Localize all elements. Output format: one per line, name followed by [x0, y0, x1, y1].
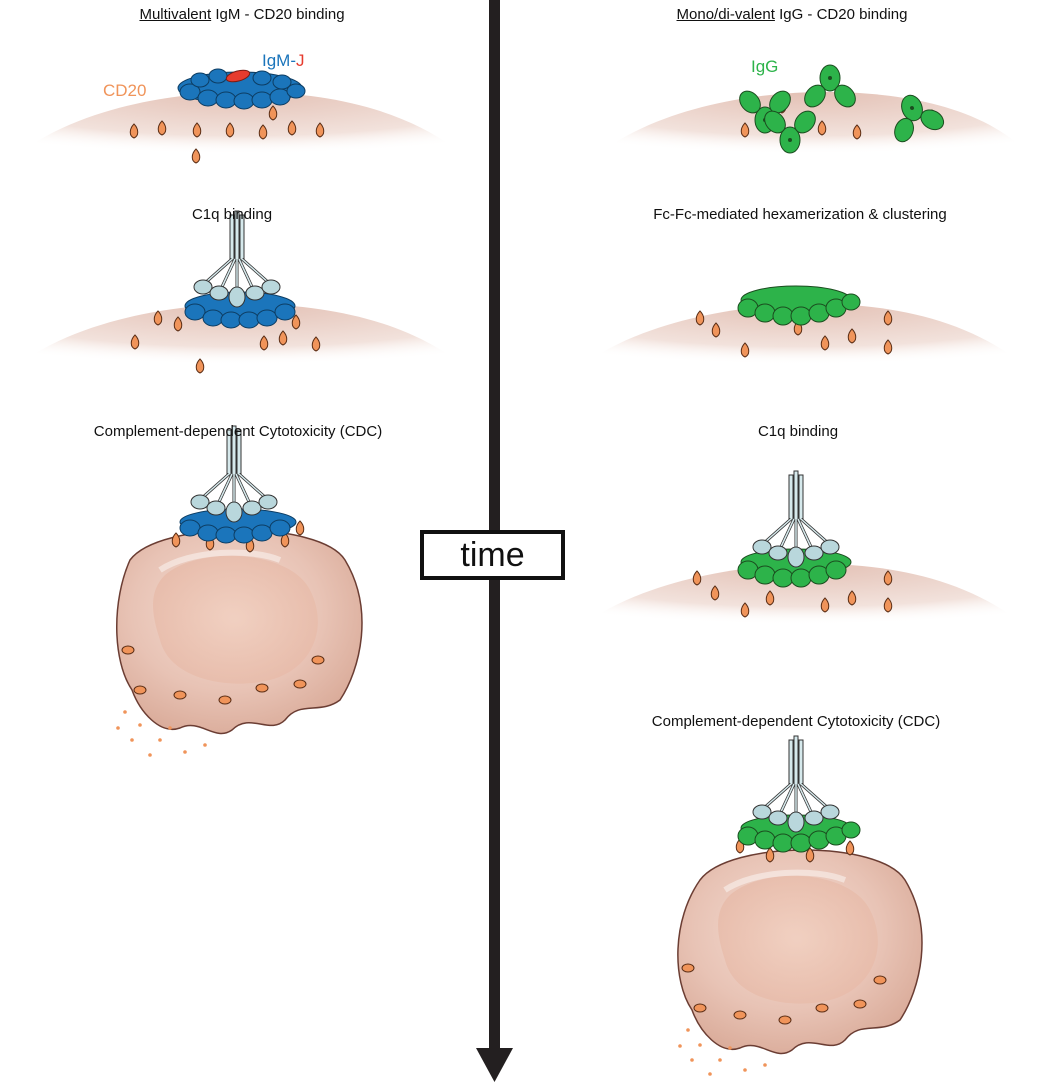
- membrane-r3: [565, 564, 1042, 640]
- left-step2-title: C1q binding: [191, 206, 273, 223]
- membrane-l2: [0, 304, 480, 380]
- igm-pentamer-l3: [179, 508, 297, 544]
- right-panel-c1q-binding: [565, 469, 1042, 640]
- c1q-l3: [189, 424, 279, 524]
- right-step3-title: C1q binding: [757, 423, 839, 440]
- right-step2-title: Fc-Fc-mediated hexamerization & clusteri…: [653, 206, 947, 223]
- label-igg: IgG: [751, 57, 779, 76]
- left-step3-title: Complement-dependent Cytotoxicity (CDC): [93, 423, 383, 440]
- right-panel-hexamerization: [565, 285, 1042, 380]
- left-panel-igm-binding: [0, 68, 480, 170]
- igm-pentamer-l1: [177, 68, 306, 110]
- lysing-cell-l3: [116, 529, 363, 757]
- c1q-l2: [192, 209, 282, 309]
- time-label-box: time: [420, 530, 565, 580]
- label-cd20: CD20: [103, 81, 147, 100]
- right-step4-title: Complement-dependent Cytotoxicity (CDC): [651, 713, 941, 730]
- left-title-rest: IgM - CD20 binding: [211, 6, 345, 23]
- time-label: time: [460, 535, 525, 574]
- lysing-cell-r4: [677, 849, 923, 1076]
- right-panel-igg-binding: [580, 64, 1042, 170]
- right-title-underlined: Mono/di-valent: [676, 6, 775, 23]
- membrane-r2: [565, 304, 1042, 380]
- label-j: J: [296, 51, 305, 70]
- label-igm: IgM: [262, 51, 291, 70]
- right-title-rest: IgG - CD20 binding: [774, 6, 908, 23]
- c1q-r3: [751, 469, 841, 569]
- time-arrow: [476, 0, 513, 1082]
- label-igm-dash: -: [290, 51, 297, 70]
- right-title: Mono/di-valent IgG - CD20 binding: [677, 6, 908, 23]
- left-panel-cdc: [116, 424, 363, 757]
- right-panel-cdc: [677, 734, 923, 1076]
- igg-hexamer-r2: [737, 285, 861, 326]
- left-title-underlined: Multivalent: [139, 6, 212, 23]
- label-igm-j: IgM-J: [262, 51, 305, 71]
- membrane-l1: [0, 92, 480, 170]
- left-panel-c1q-binding: [0, 209, 480, 380]
- left-title: Multivalent IgM - CD20 binding: [139, 6, 344, 23]
- c1q-r4: [751, 734, 841, 834]
